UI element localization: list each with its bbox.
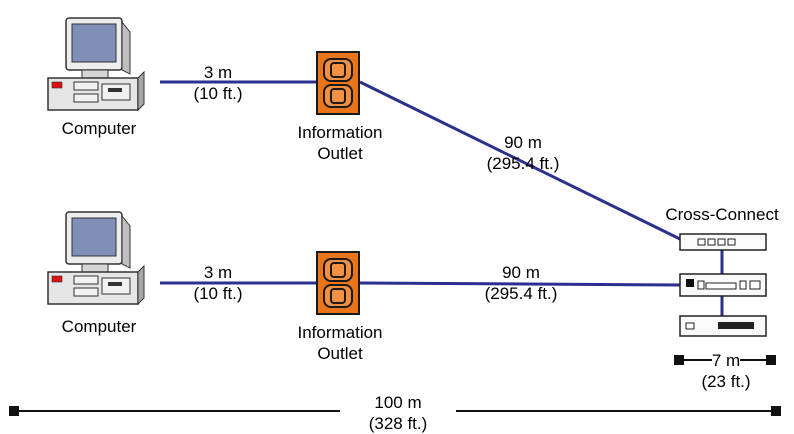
cable-length-label: 3 m(10 ft.): [193, 63, 243, 103]
horizontal-cable-length-label: 90 m(295.4 ft.): [486, 133, 560, 173]
computer-label: Computer: [61, 317, 137, 336]
computer-icon: [47, 17, 145, 111]
computer-label: Computer: [61, 119, 137, 138]
rack-device-icon: [679, 315, 767, 337]
horizontal-cable-length-label: 90 m(295.4 ft.): [484, 263, 558, 303]
information-outlet-icon: [316, 51, 360, 115]
cable-row1-outlet-to-crossconnect: [359, 80, 683, 242]
cable-row2-outlet-to-crossconnect: [359, 281, 683, 287]
computer-icon: [47, 211, 145, 305]
cross-connect-title: Cross-Connect: [665, 205, 779, 224]
cable-length-label: 3 m(10 ft.): [193, 263, 243, 303]
information-outlet-icon: [316, 251, 360, 315]
patch-cable-length-label: 7 m(23 ft.): [701, 351, 751, 391]
patch-length-dimension: [674, 355, 776, 365]
total-length-dimension: [9, 406, 781, 416]
total-length-label: 100 m(328 ft.): [368, 393, 428, 433]
patch-panel-icon: [679, 233, 767, 251]
switch-icon: [679, 273, 767, 297]
